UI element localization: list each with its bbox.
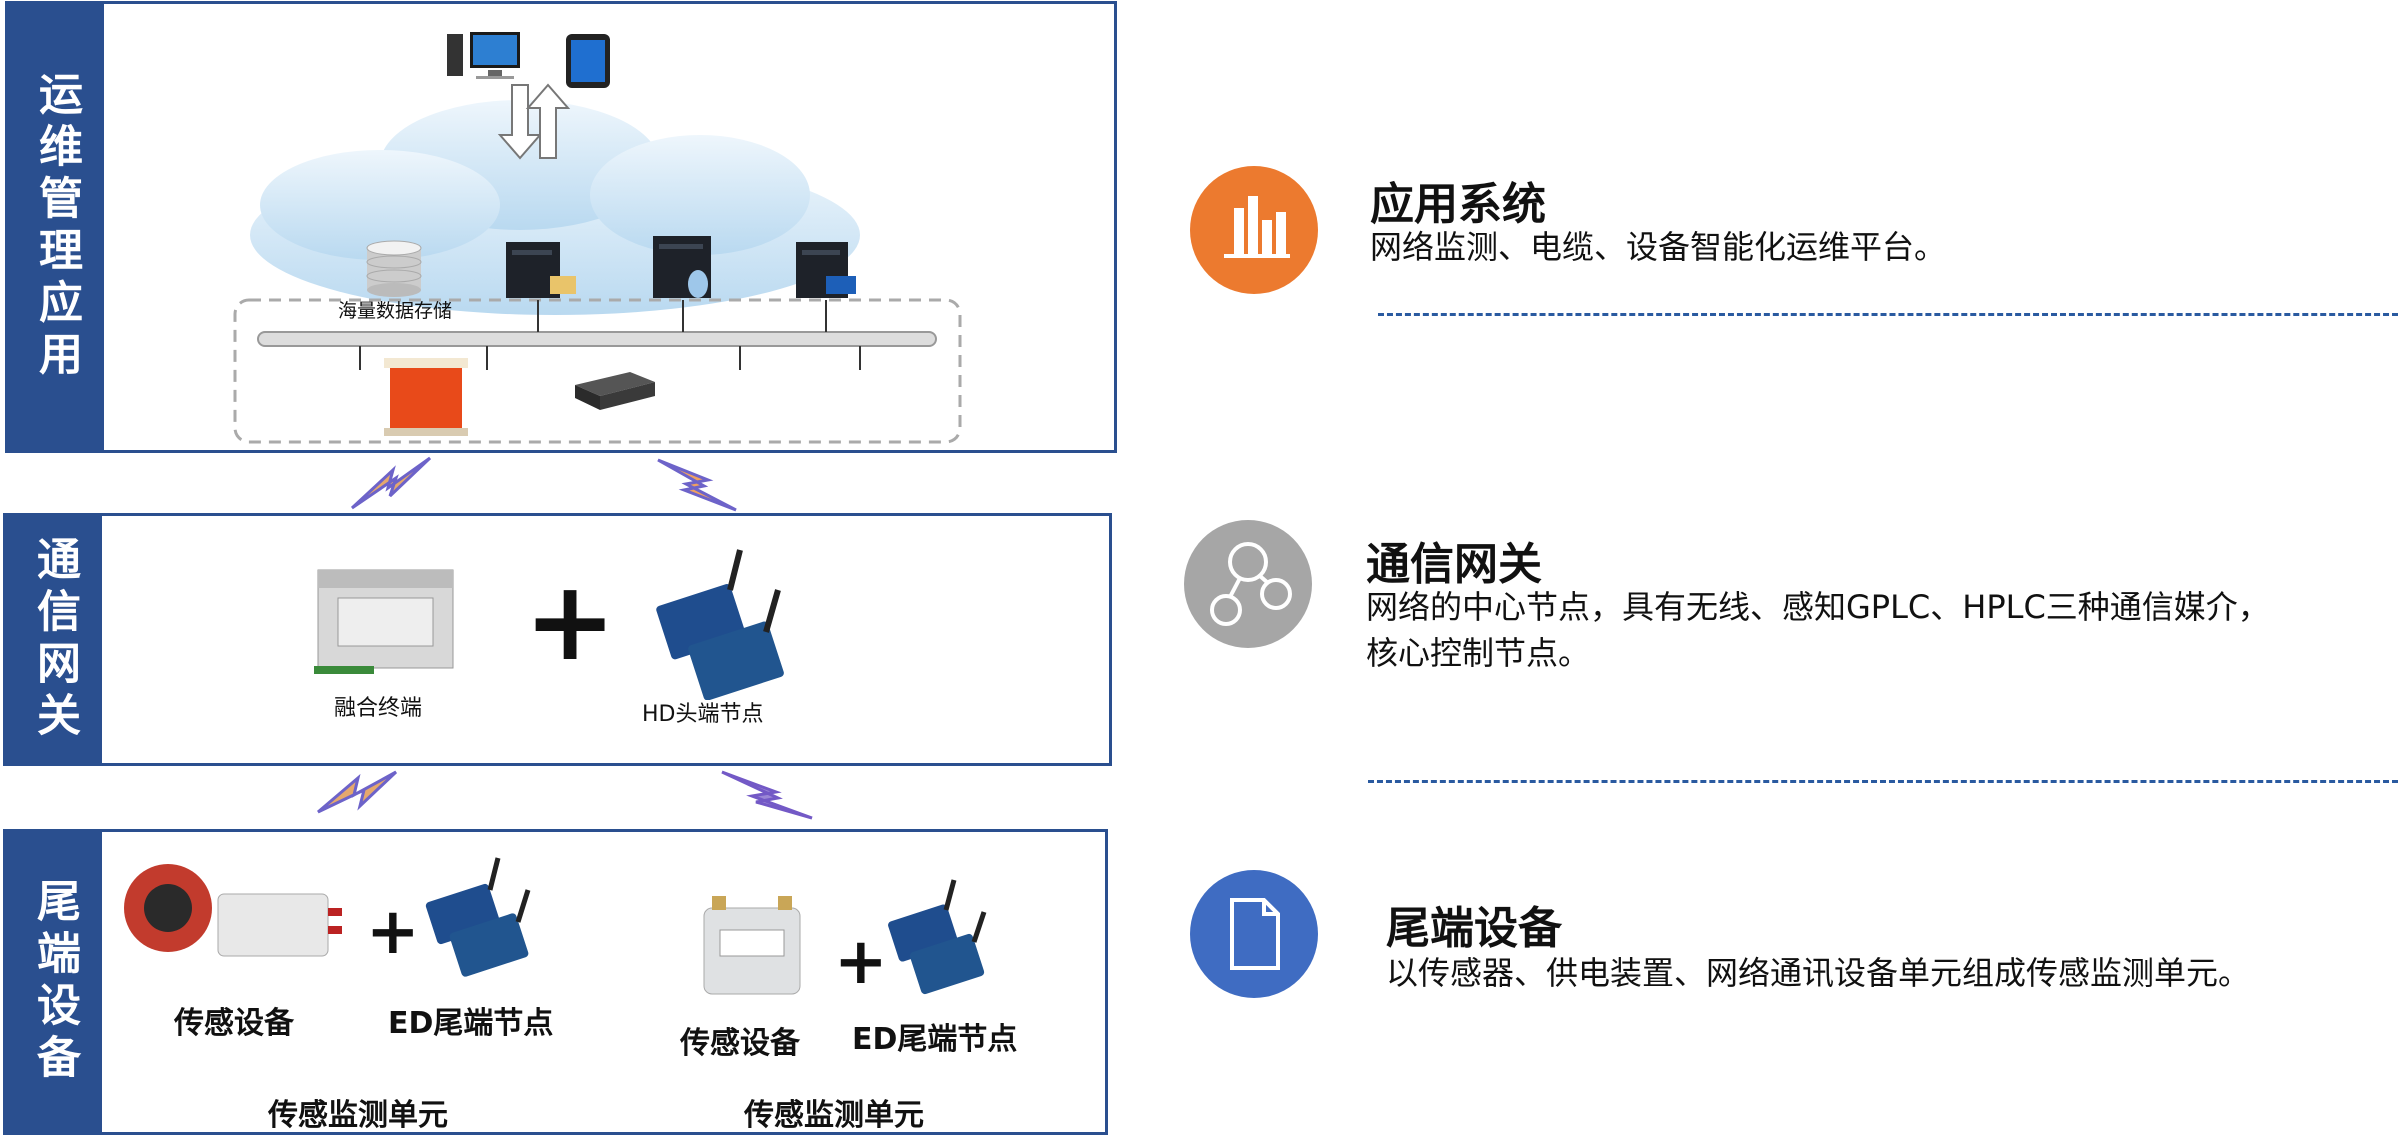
red-appliance-icon <box>384 358 468 436</box>
plus-sign: + <box>366 895 420 969</box>
desktop-computer-icon <box>447 32 520 79</box>
lightning-icon <box>317 770 398 814</box>
end-device-circle <box>1190 870 1318 998</box>
panel-gateway-layer: 通信网关 <box>3 513 1112 766</box>
fusion-terminal-icon <box>314 569 454 674</box>
server-icon <box>796 242 856 298</box>
divider <box>1378 313 2398 316</box>
radio-module-icon <box>425 857 531 977</box>
up-down-arrows-icon <box>497 83 571 160</box>
plus-sign: + <box>524 557 617 685</box>
radio-module-icon <box>656 549 784 700</box>
legend-desc-gateway: 网络的中心节点，具有无线、感知GPLC、HPLC三种通信媒介， 核心控制节点。 <box>1366 584 2270 676</box>
tablet-icon <box>566 34 610 88</box>
side-label-gateway: 通信网关 <box>6 516 102 763</box>
sensor-device-icon <box>124 864 342 957</box>
network-box-icon <box>575 372 655 410</box>
side-label-application: 运维管理应用 <box>8 4 104 450</box>
lightning-icon <box>350 456 432 510</box>
server-icon <box>506 242 576 298</box>
divider <box>1368 780 2398 783</box>
sensor-device-label: 传感设备 <box>174 1006 294 1041</box>
bar-chart-icon <box>1224 196 1290 258</box>
radio-module-icon <box>888 879 987 995</box>
monitoring-unit-label: 传感监测单元 <box>268 1098 448 1133</box>
gateway-devices-illustration <box>314 549 784 700</box>
gateway-circle <box>1184 520 1312 648</box>
monitoring-unit-label: 传感监测单元 <box>744 1098 924 1133</box>
legend-title-application: 应用系统 <box>1370 179 1546 230</box>
legend-title-gateway: 通信网关 <box>1366 539 1542 590</box>
gas-meter-icon <box>703 896 801 995</box>
cloud-network-illustration <box>233 32 962 444</box>
lightning-icon <box>721 770 813 820</box>
legend-desc-gateway-line2: 核心控制节点。 <box>1366 634 1591 672</box>
side-label-end-device: 尾端设备 <box>6 832 102 1132</box>
wireless-links-illustration <box>317 456 813 820</box>
network-nodes-icon <box>1210 542 1292 626</box>
network-bus <box>257 331 937 347</box>
sensor-device-label: 传感设备 <box>680 1026 800 1061</box>
legend-desc-application: 网络监测、电缆、设备智能化运维平台。 <box>1370 228 1947 266</box>
storage-label: 海量数据存储 <box>338 300 453 322</box>
hd-node-label: HD头端节点 <box>642 702 764 727</box>
end-devices-illustration <box>124 857 987 995</box>
legend-desc-gateway-line1: 网络的中心节点，具有无线、感知GPLC、HPLC三种通信媒介， <box>1366 588 2270 626</box>
panel-application-layer: 运维管理应用 <box>5 1 1117 453</box>
legend-desc-end-device: 以传感器、供电装置、网络通讯设备单元组成传感监测单元。 <box>1386 954 2251 992</box>
plus-sign: + <box>834 925 888 999</box>
server-group-box <box>233 298 962 444</box>
ed-node-label: ED尾端节点 <box>388 1006 554 1041</box>
ed-node-label: ED尾端节点 <box>852 1022 1018 1057</box>
fusion-terminal-label: 融合终端 <box>334 696 423 721</box>
server-icon <box>653 236 711 298</box>
application-circle <box>1190 166 1318 294</box>
database-icon <box>366 240 422 297</box>
document-icon <box>1230 898 1280 970</box>
lightning-icon <box>657 458 737 512</box>
legend-title-end-device: 尾端设备 <box>1386 903 1562 954</box>
